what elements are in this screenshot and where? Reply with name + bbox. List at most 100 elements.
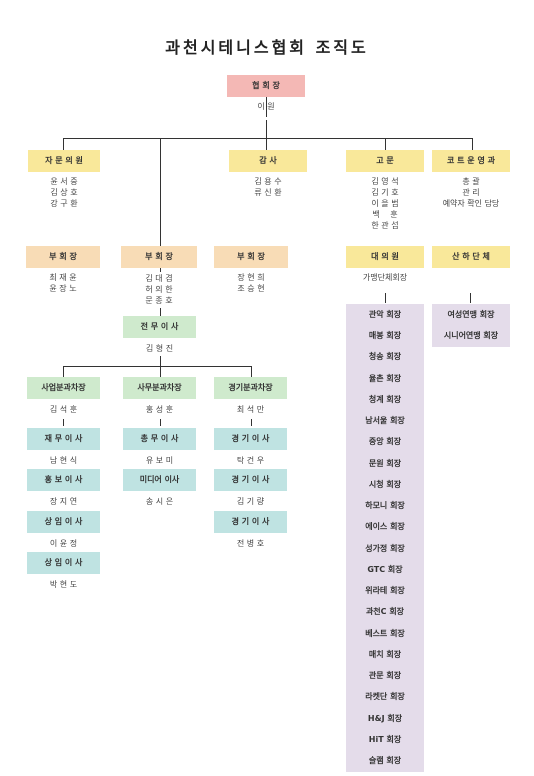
match-director-box: 경 기 이 사	[214, 469, 287, 491]
club-box: 청송 회장	[346, 346, 424, 368]
vp-box-3: 부 회 장	[214, 246, 288, 268]
biz-dept-names: 김 석 훈	[27, 404, 100, 415]
vp-names-3: 장 현 희 조 승 현	[214, 272, 288, 294]
name-text: 이 원	[257, 102, 275, 111]
name-text: 문 종 호	[145, 296, 173, 305]
name-text: 이 을 범	[371, 199, 399, 208]
connector-line	[160, 419, 161, 426]
match-dept-names: 최 석 만	[214, 404, 287, 415]
auditor-box: 감 사	[229, 150, 307, 172]
connector-line	[63, 366, 251, 367]
connector-line	[385, 293, 386, 303]
president-names: 이 원	[227, 101, 305, 112]
court-ops-names: 총 괄 관 리 예약자 확인 담당	[424, 176, 518, 209]
affiliate-item-box: 시니어연맹 회장	[432, 325, 510, 347]
club-box: HiT 회장	[346, 729, 424, 751]
club-box: 율촌 회장	[346, 368, 424, 390]
biz-director-name: 이 윤 정	[49, 539, 78, 548]
biz-director-box: 상 임 이 사	[27, 511, 100, 533]
name-text: 장 현 희	[237, 273, 265, 282]
connector-line	[472, 138, 473, 150]
name-text: 김 영 석	[371, 177, 399, 186]
club-box: H&J 회장	[346, 708, 424, 730]
name-text: 홍 성 훈	[145, 405, 174, 414]
delegates-names: 가맹단체회장	[346, 272, 424, 283]
connector-line	[160, 308, 161, 316]
vp-box-1: 부 회 장	[26, 246, 100, 268]
biz-director-box: 홍 보 이 사	[27, 469, 100, 491]
connector-line	[63, 138, 64, 150]
club-box: 성가정 회장	[346, 538, 424, 560]
name-text: 허 의 한	[145, 285, 173, 294]
biz-director-name: 박 현 도	[49, 580, 78, 589]
auditor-names: 김 용 수 류 신 환	[229, 176, 307, 198]
biz-dept-box: 사업분과차장	[27, 377, 100, 399]
match-director-name: 탁 건 우	[236, 456, 265, 465]
vp-box-2: 부 회 장	[121, 246, 197, 268]
connector-line	[266, 138, 267, 150]
name-text: 김 형 진	[145, 344, 174, 353]
club-box: 남서울 회장	[346, 410, 424, 432]
club-box: 중앙 회장	[346, 431, 424, 453]
club-box: 매봉 회장	[346, 325, 424, 347]
match-director-name: 전 병 호	[236, 539, 265, 548]
club-box: 베스트 회장	[346, 623, 424, 645]
connector-line	[385, 138, 386, 150]
name-text: 가맹단체회장	[362, 273, 408, 282]
name-text: 김 석 훈	[49, 405, 78, 414]
connector-line	[160, 268, 161, 272]
connector-line	[266, 120, 267, 138]
club-box: 시청 회장	[346, 474, 424, 496]
club-box: 에이스 회장	[346, 516, 424, 538]
connector-line	[470, 293, 471, 303]
counsel-box: 고 문	[346, 150, 424, 172]
name-text: 총 괄	[462, 177, 480, 186]
name-text: 백 훈	[372, 210, 398, 219]
match-director-box: 경 기 이 사	[214, 511, 287, 533]
president-box: 협 회 장	[227, 75, 305, 97]
biz-director-name: 장 지 연	[49, 497, 78, 506]
advisory-box: 자 문 의 원	[28, 150, 100, 172]
name-text: 최 석 만	[236, 405, 265, 414]
name-text: 예약자 확인 담당	[442, 199, 500, 208]
admin-director-name: 송 시 은	[145, 497, 174, 506]
name-text: 한 관 섭	[371, 221, 399, 230]
name-text: 김 상 호	[50, 188, 78, 197]
court-ops-box: 코 트 운 영 과	[432, 150, 510, 172]
name-text: 윤 서 중	[50, 177, 78, 186]
club-box: 라켓단 회장	[346, 686, 424, 708]
club-box: 과천C 회장	[346, 601, 424, 623]
admin-director-box: 미디어 이사	[123, 469, 196, 491]
name-text: 김 대 겸	[145, 274, 173, 283]
connector-line	[266, 97, 267, 117]
connector-line	[63, 419, 64, 426]
club-box: GTC 회장	[346, 559, 424, 581]
page-title: 과천시테니스협회 조직도	[165, 38, 369, 57]
name-text: 최 재 윤	[49, 273, 77, 282]
name-text: 윤 장 노	[49, 284, 77, 293]
admin-director-name: 유 보 미	[145, 456, 174, 465]
connector-line	[63, 138, 472, 139]
connector-line	[251, 419, 252, 426]
advisory-names: 윤 서 중 김 상 호 강 구 환	[28, 176, 100, 209]
match-director-name: 김 기 량	[236, 497, 265, 506]
name-text: 관 리	[462, 188, 480, 197]
connector-line	[251, 366, 252, 377]
connector-line	[160, 138, 161, 246]
vp-names-2: 김 대 겸 허 의 한 문 종 호	[121, 273, 197, 306]
executive-names: 김 형 진	[123, 343, 196, 354]
club-box: 슬램 회장	[346, 750, 424, 772]
executive-box: 전 무 이 사	[123, 316, 196, 338]
counsel-names: 김 영 석 김 기 호 이 을 범 백 훈 한 관 섭	[346, 176, 424, 231]
club-box: 위라테 회장	[346, 580, 424, 602]
affiliate-item-box: 여성연맹 회장	[432, 304, 510, 326]
vp-names-1: 최 재 윤 윤 장 노	[26, 272, 100, 294]
club-box: 청계 회장	[346, 389, 424, 411]
name-text: 김 용 수	[254, 177, 282, 186]
name-text: 김 기 호	[371, 188, 399, 197]
connector-line	[160, 356, 161, 366]
name-text: 강 구 환	[50, 199, 78, 208]
admin-dept-names: 홍 성 훈	[123, 404, 196, 415]
club-box: 관악 회장	[346, 304, 424, 326]
connector-line	[63, 366, 64, 377]
